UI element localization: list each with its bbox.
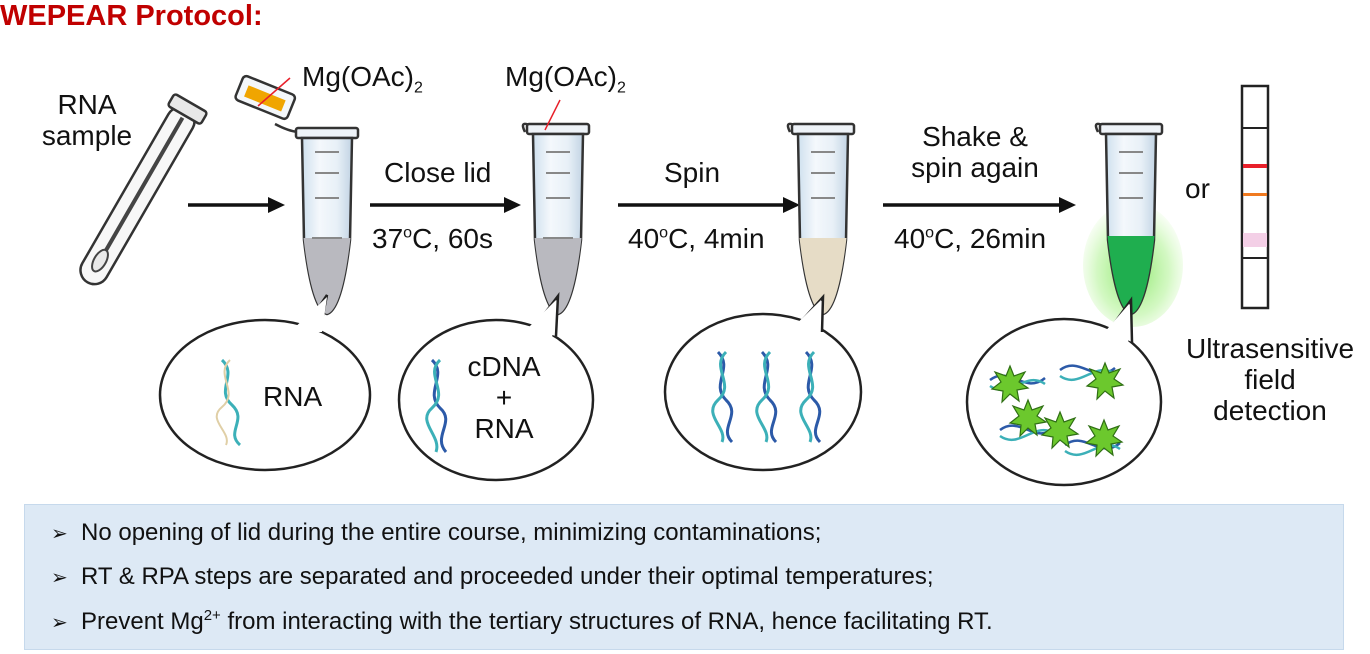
arrow-step1 <box>370 197 521 213</box>
mg-pointer-line-1 <box>257 77 291 107</box>
sample-swab-tube <box>79 93 208 286</box>
bullet-arrow-icon: ➢ <box>51 523 68 545</box>
page-title: WEPEAR Protocol: <box>0 0 263 32</box>
tube-green-glow <box>1083 122 1183 327</box>
arrow-sample-to-tube <box>188 197 285 213</box>
or-label: or <box>1185 173 1210 204</box>
tube-open-lid <box>234 74 360 316</box>
step2-action-label: Spin <box>664 157 721 188</box>
step3-action-label: Shake & spin again <box>911 121 1039 183</box>
tube-beige <box>786 122 856 316</box>
protocol-diagram <box>79 74 1270 487</box>
bullet-arrow-icon: ➢ <box>51 567 68 589</box>
strip-line-pink <box>1243 233 1267 247</box>
bubble-cdna-rna-label: cDNA + RNA <box>467 351 541 444</box>
mg-reagent-label-1: Mg(OAc)2 <box>302 61 423 97</box>
strip-line-orange <box>1243 193 1267 196</box>
fluorescent-markers <box>990 361 1125 458</box>
arrow-step3 <box>883 197 1076 213</box>
speech-bubble-amplified <box>965 296 1163 487</box>
mg-reagent-label-2: Mg(OAc)2 <box>505 61 626 97</box>
bubble-rna-label: RNA <box>263 381 323 412</box>
rna-sample-label: RNA sample <box>41 89 133 151</box>
step1-condition-label: 37oC, 60s <box>372 223 493 254</box>
bullet-arrow-icon: ➢ <box>51 612 68 634</box>
strip-line-red <box>1243 164 1267 168</box>
step2-condition-label: 40oC, 4min <box>628 223 765 254</box>
speech-bubble-cdna <box>663 293 863 472</box>
tube-closed-lid <box>521 122 591 316</box>
step1-action-label: Close lid <box>384 157 492 188</box>
notes-panel: ➢No opening of lid during the entire cou… <box>24 504 1344 650</box>
mg-pointer-line-2 <box>544 99 561 131</box>
speech-bubble-rna <box>158 294 372 472</box>
lateral-flow-strip <box>1240 84 1270 310</box>
speech-bubble-cdna-rna <box>397 292 595 482</box>
arrow-step2 <box>618 197 800 213</box>
note-item-2: ➢RT & RPA steps are separated and procee… <box>51 563 934 590</box>
note-item-1: ➢No opening of lid during the entire cou… <box>51 519 822 546</box>
detection-label: Ultrasensitive field detection <box>1185 333 1355 426</box>
step3-condition-label: 40oC, 26min <box>894 223 1047 254</box>
note-item-3: ➢Prevent Mg2+ from interacting with the … <box>51 607 993 635</box>
